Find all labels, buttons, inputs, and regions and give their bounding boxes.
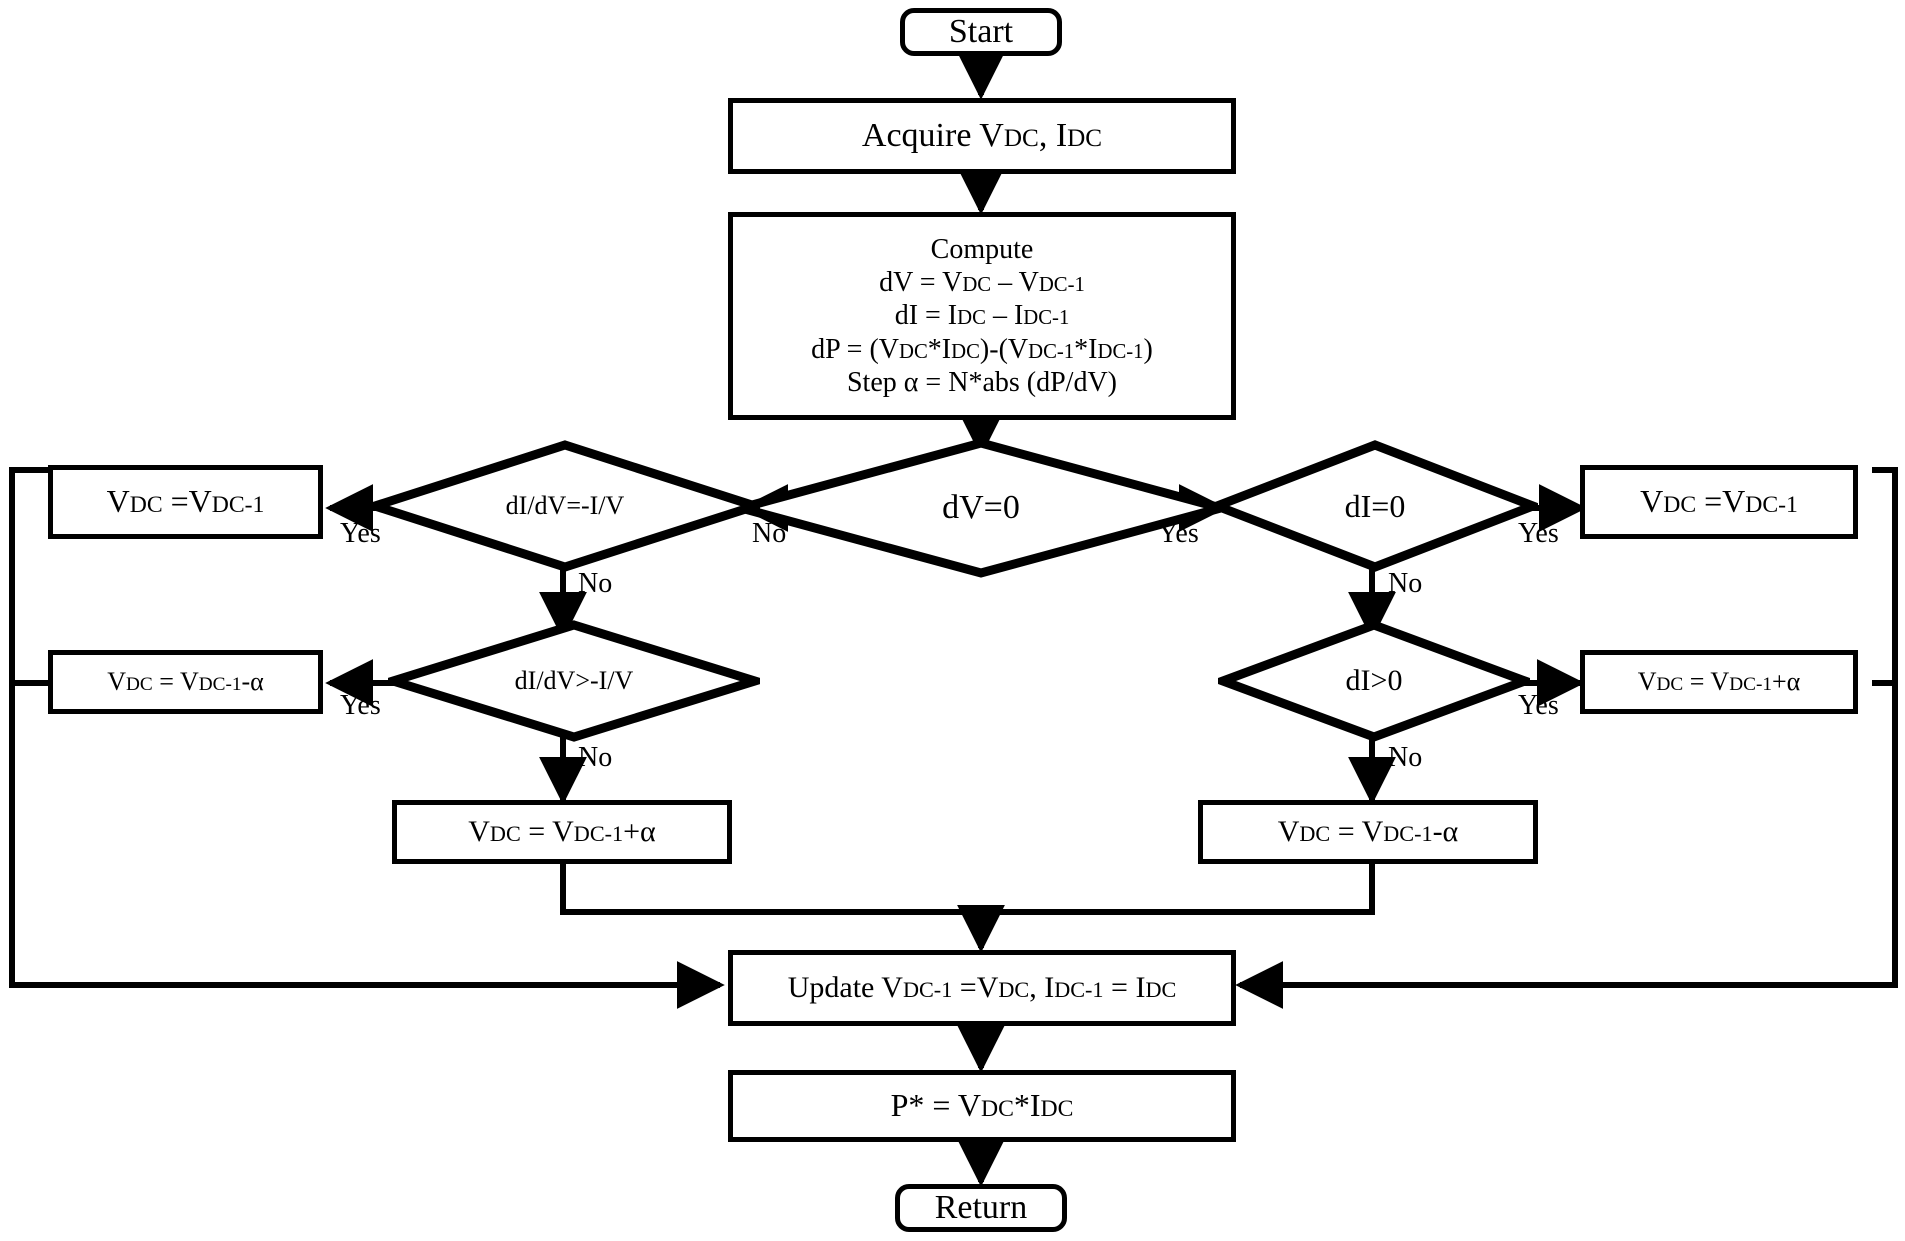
edge-label-eq-yes: Yes: [340, 518, 381, 549]
node-didv-eq[interactable]: dI/dV=-I/V: [370, 440, 760, 572]
edge-label-di-zero-yes: Yes: [1518, 518, 1559, 549]
node-right-minus[interactable]: VDC = VDC-1-α: [1198, 800, 1538, 864]
compute-line-5: Step α = N*abs (dP/dV): [846, 366, 1117, 398]
node-di-gt[interactable]: dI>0: [1218, 620, 1530, 742]
node-left-minus-label: VDC = VDC-1-α: [107, 666, 264, 696]
node-start[interactable]: Start: [900, 8, 1062, 56]
node-di-zero[interactable]: dI=0: [1212, 440, 1538, 572]
node-right-minus-label: VDC = VDC-1-α: [1277, 815, 1459, 849]
edge-label-gt-no: No: [578, 742, 613, 773]
edge-label-gt-yes: Yes: [340, 690, 381, 721]
node-right-plus-label: VDC = VDC-1+α: [1637, 666, 1801, 696]
node-compute[interactable]: Compute dV = VDC – VDC-1 dI = IDC – IDC-…: [728, 212, 1236, 420]
edge-label-dv-yes: Yes: [1158, 518, 1199, 549]
node-dv-zero[interactable]: dV=0: [736, 438, 1226, 578]
node-di-zero-label: dI=0: [1344, 487, 1406, 524]
edge-label-eq-no: No: [578, 568, 613, 599]
node-update[interactable]: Update VDC-1 =VDC, IDC-1 = IDC: [728, 950, 1236, 1026]
edge-label-di-gt-no: No: [1388, 742, 1423, 773]
compute-line-3: dI = IDC – IDC-1: [894, 300, 1070, 332]
node-right-hold[interactable]: VDC =VDC-1: [1580, 465, 1858, 539]
edge-label-di-gt-yes: Yes: [1518, 690, 1559, 721]
node-power[interactable]: P* = VDC*IDC: [728, 1070, 1236, 1142]
node-left-hold-label: VDC =VDC-1: [106, 483, 265, 520]
node-left-hold[interactable]: VDC =VDC-1: [48, 465, 323, 539]
node-compute-lines: Compute dV = VDC – VDC-1 dI = IDC – IDC-…: [803, 229, 1161, 402]
node-di-gt-label: dI>0: [1345, 664, 1403, 697]
node-acquire[interactable]: Acquire VDC, IDC: [728, 98, 1236, 174]
compute-line-2: dV = VDC – VDC-1: [879, 267, 1085, 299]
node-right-hold-label: VDC =VDC-1: [1640, 483, 1798, 520]
node-left-plus[interactable]: VDC = VDC-1+α: [392, 800, 732, 864]
node-update-label: Update VDC-1 =VDC, IDC-1 = IDC: [787, 971, 1177, 1005]
node-right-plus[interactable]: VDC = VDC-1+α: [1580, 650, 1858, 714]
node-didv-eq-label: dI/dV=-I/V: [505, 491, 625, 520]
node-acquire-label: Acquire VDC, IDC: [861, 116, 1103, 154]
edge-label-di-zero-no: No: [1388, 568, 1423, 599]
node-dv-zero-label: dV=0: [942, 489, 1020, 526]
node-start-label: Start: [948, 12, 1014, 50]
node-return[interactable]: Return: [895, 1184, 1067, 1232]
node-left-plus-label: VDC = VDC-1+α: [468, 815, 656, 849]
compute-line-4: dP = (VDC*IDC)-(VDC-1*IDC-1): [811, 333, 1153, 365]
node-power-label: P* = VDC*IDC: [890, 1087, 1074, 1124]
edge-label-dv-no: No: [752, 518, 787, 549]
compute-line-1: Compute: [930, 234, 1034, 266]
node-left-minus[interactable]: VDC = VDC-1-α: [48, 650, 323, 714]
node-return-label: Return: [934, 1188, 1028, 1226]
node-didv-gt-label: dI/dV>-I/V: [514, 666, 634, 695]
node-didv-gt[interactable]: dI/dV>-I/V: [388, 620, 760, 742]
